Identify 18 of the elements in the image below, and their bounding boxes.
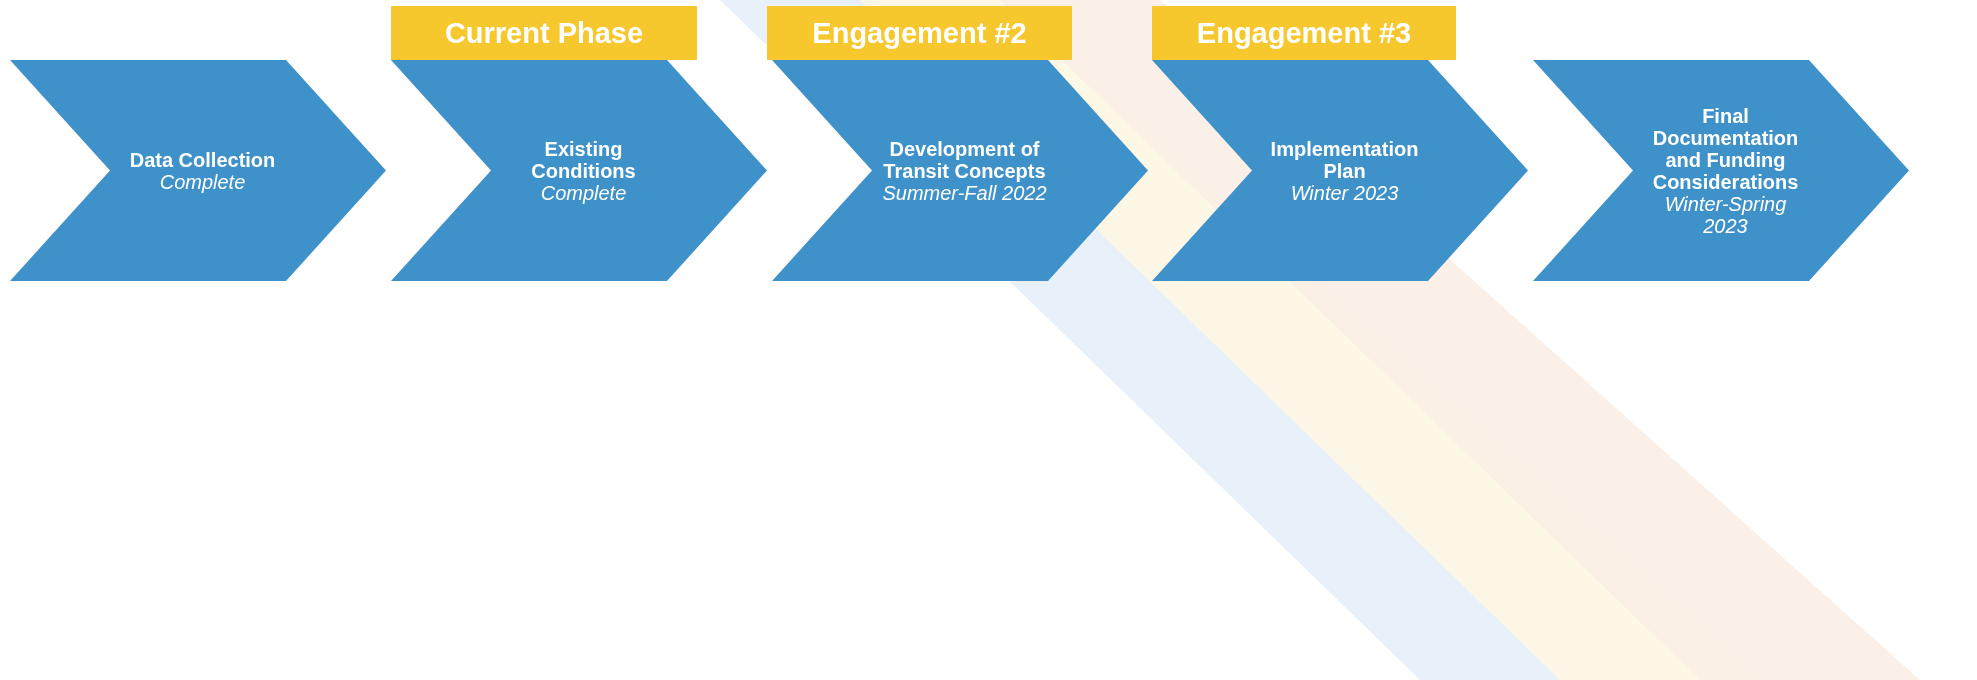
step-title: Implementation Plan: [1269, 137, 1420, 182]
phase-tag: Engagement #3: [1152, 6, 1456, 60]
process-step: [1533, 60, 1909, 281]
process-step: [391, 60, 767, 281]
step-date: Complete: [159, 170, 246, 193]
step-date: Winter 2023: [1290, 181, 1399, 204]
step-title: Development of Transit Concepts: [882, 137, 1047, 182]
step-date: Winter-Spring 2023: [1663, 192, 1788, 237]
step-title: Final Documentation and Funding Considerations: [1651, 104, 1800, 193]
process-step: [1152, 60, 1528, 281]
step-date: Summer-Fall 2022: [882, 181, 1047, 204]
process-step: [772, 60, 1148, 281]
step-title: Data Collection: [129, 148, 276, 171]
phase-tag: Current Phase: [391, 6, 697, 60]
phase-tag: Engagement #2: [767, 6, 1072, 60]
step-title: Existing Conditions: [530, 137, 637, 182]
step-date: Complete: [540, 181, 627, 204]
process-step: [10, 60, 386, 281]
